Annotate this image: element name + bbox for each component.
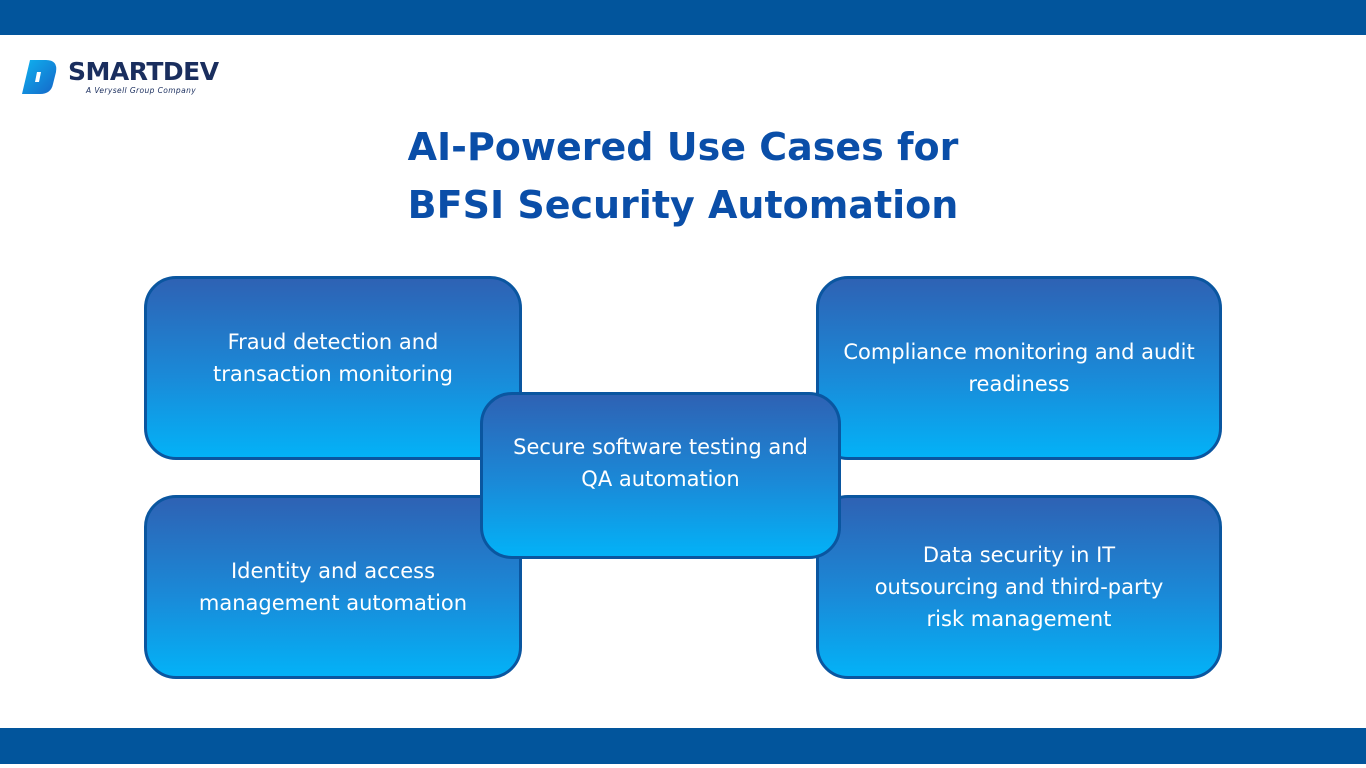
smartdev-logo-icon [22,60,57,94]
use-case-label: Compliance monitoring and audit readines… [843,340,1195,396]
title-line-1: AI-Powered Use Cases for [407,125,959,169]
use-case-secure-software-testing: Secure software testing and QA automatio… [480,392,841,559]
title-line-2: BFSI Security Automation [407,183,959,227]
top-banner-bar [0,0,1366,35]
brand-name: SMARTDEV [68,57,219,86]
use-case-label: Secure software testing and QA automatio… [513,434,808,491]
smartdev-logo: SMARTDEV A Verysell Group Company [20,58,219,96]
use-case-fraud-detection: Fraud detection and transaction monitori… [144,276,522,460]
bottom-banner-bar [0,728,1366,764]
use-case-label: Identity and access management automatio… [198,559,468,615]
use-case-data-security: Data security in IT outsourcing and thir… [816,495,1222,679]
use-case-compliance-monitoring: Compliance monitoring and audit readines… [816,276,1222,460]
use-case-identity-access: Identity and access management automatio… [144,495,522,679]
use-case-label: Fraud detection and transaction monitori… [213,330,453,386]
brand-tagline: A Verysell Group Company [86,86,197,95]
use-case-label: Data security in IT outsourcing and thir… [874,543,1164,631]
page-title: AI-Powered Use Cases for BFSI Security A… [0,118,1366,234]
